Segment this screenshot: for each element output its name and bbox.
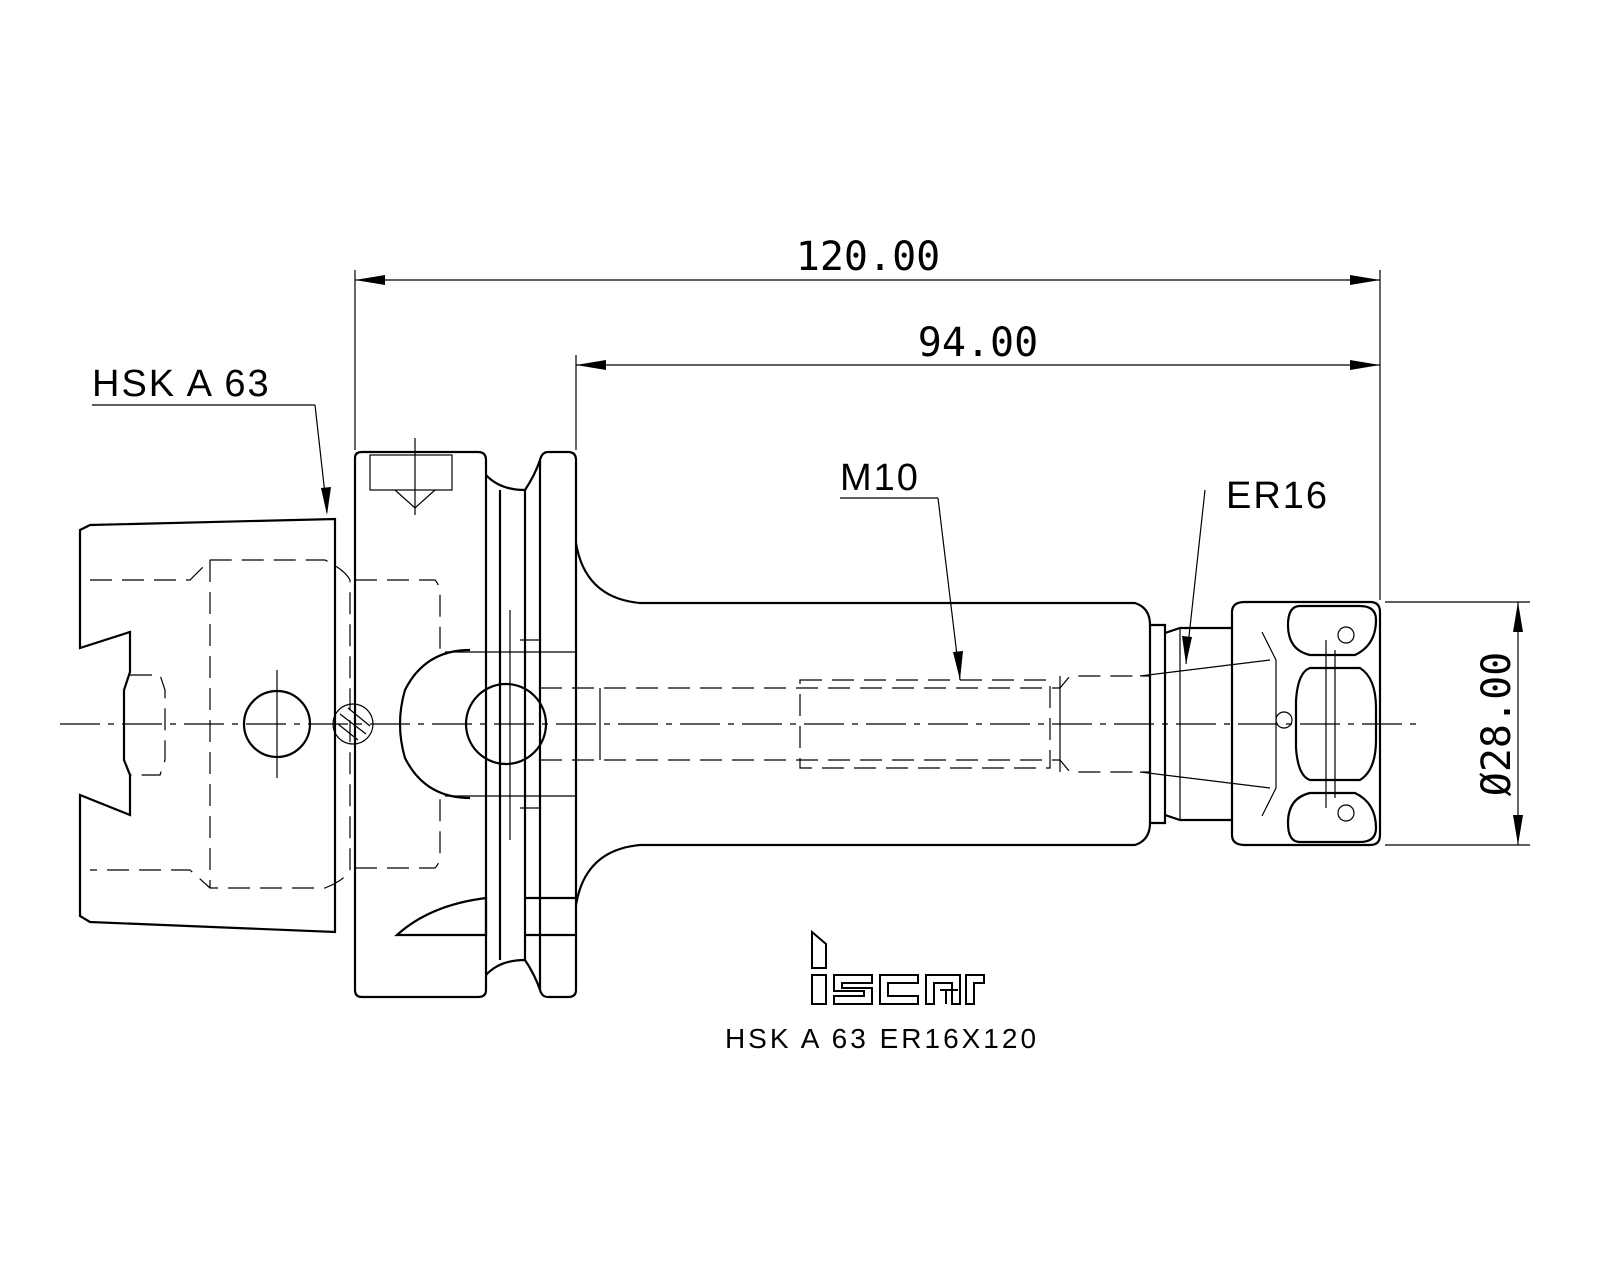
dim-shank-length: 94.00 [575, 320, 1380, 450]
dim-collet-diameter: Ø28.00 [1385, 601, 1530, 846]
flange [353, 438, 578, 999]
dim-collet-diameter-text: Ø28.00 [1474, 652, 1520, 797]
shank [540, 542, 1271, 906]
label-taper: HSK A 63 [92, 363, 271, 405]
logo-text: iscar [890, 1019, 893, 1021]
iscar-logo-icon: iscar [811, 929, 985, 1021]
dim-overall-length: 120.00 [354, 234, 1381, 600]
leader-thread: M10 [840, 457, 963, 681]
collet-nut [1230, 600, 1382, 847]
hsk-taper [78, 517, 374, 934]
label-collet: ER16 [1226, 475, 1329, 517]
leader-taper: HSK A 63 [92, 363, 331, 515]
label-thread: M10 [840, 457, 920, 499]
part-caption: HSK A 63 ER16X120 [725, 1023, 1039, 1054]
dim-shank-length-text: 94.00 [918, 320, 1038, 366]
dim-overall-length-text: 120.00 [796, 234, 941, 280]
leader-collet: ER16 [1182, 475, 1329, 665]
